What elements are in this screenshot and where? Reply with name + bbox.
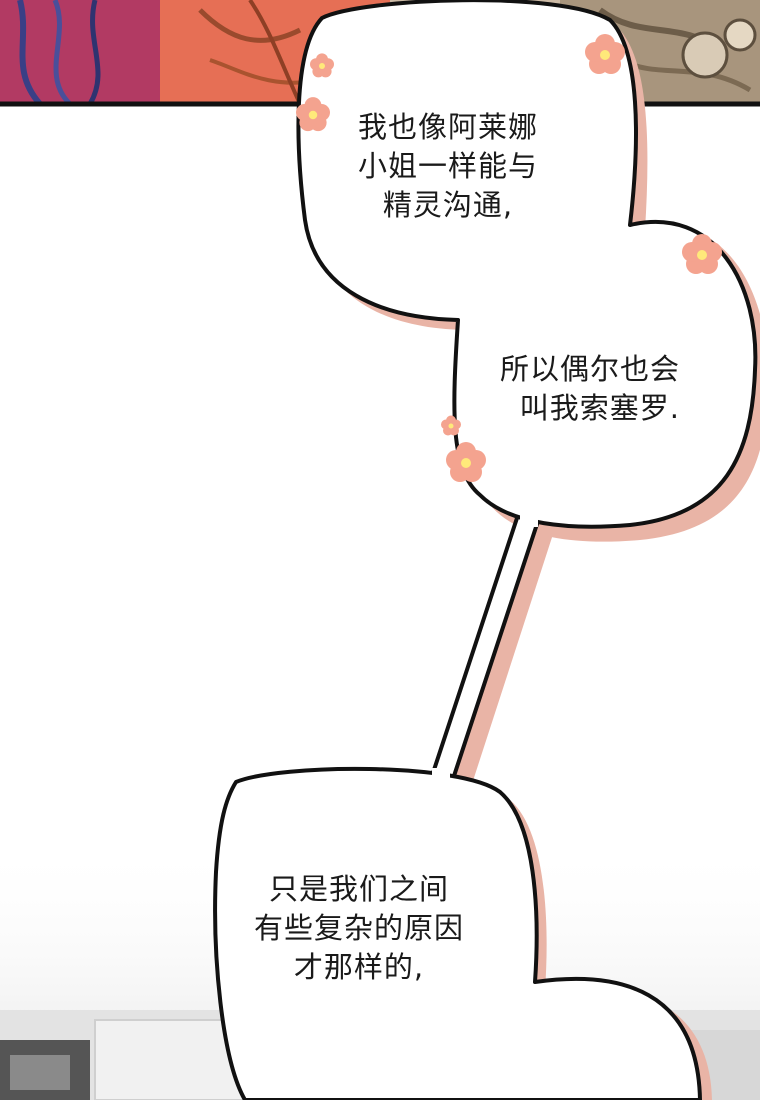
- flower-icon: [446, 442, 486, 482]
- dialogue-line: 精灵沟通,: [382, 188, 514, 222]
- dialogue-line: 所以偶尔也会: [500, 352, 681, 386]
- lower-bubble-text: 只是我们之间 有些复杂的原因 才那样的,: [254, 870, 464, 987]
- dialogue-line: 只是我们之间: [269, 872, 450, 906]
- flower-icon: [682, 234, 722, 274]
- upper-bubble-text-part1: 我也像阿莱娜 小姐一样能与 精灵沟通,: [358, 108, 538, 225]
- dialogue-line: 叫我索塞罗.: [519, 391, 681, 425]
- bubble-connector-shadow: [446, 525, 556, 790]
- flower-icon: [296, 97, 330, 132]
- dialogue-line: 小姐一样能与: [358, 149, 539, 183]
- upper-bubble-text-part2: 所以偶尔也会 叫我索塞罗.: [500, 350, 680, 428]
- dialogue-line: 有些复杂的原因: [254, 911, 465, 945]
- flower-icon: [585, 34, 625, 74]
- lower-bubble: [213, 766, 702, 1100]
- upper-bubble: [296, 0, 758, 529]
- dialogue-line: 才那样的,: [293, 950, 425, 984]
- dialogue-line: 我也像阿莱娜: [358, 110, 539, 144]
- flower-icon: [441, 415, 461, 436]
- flower-icon: [310, 53, 334, 78]
